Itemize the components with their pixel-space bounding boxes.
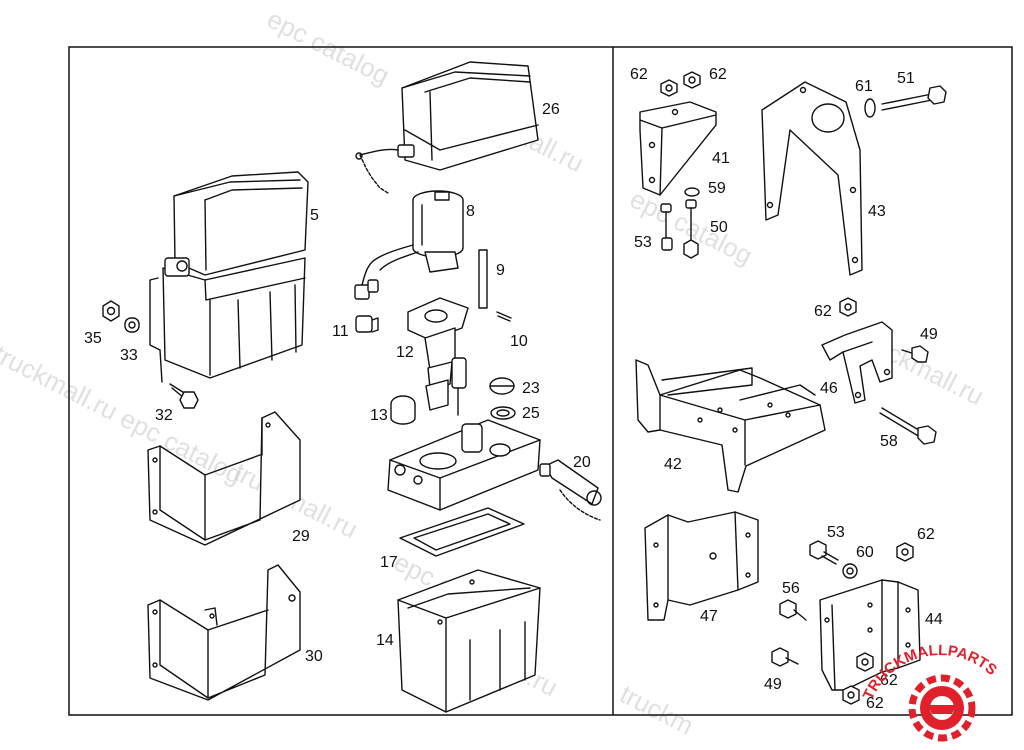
label-59: 59 [708, 180, 726, 197]
part-bolt-32 [169, 383, 199, 409]
part-sender-20 [539, 459, 602, 521]
part-bracket-46 [821, 321, 893, 404]
part-bolt-51 [881, 85, 947, 111]
label-50: 50 [710, 219, 728, 236]
part-labels: 5 26 8 9 10 11 12 13 23 25 20 17 14 29 3… [84, 66, 943, 712]
part-bolt-49b [771, 647, 799, 667]
part-washer-61 [864, 98, 876, 118]
part-bolt-50 [683, 199, 699, 259]
part-base-plate [387, 419, 541, 511]
label-26: 26 [542, 101, 560, 118]
label-33: 33 [120, 347, 138, 364]
label-20: 20 [573, 454, 591, 471]
watermark-text: truckm [615, 679, 698, 741]
part-washer-60 [842, 563, 858, 579]
label-53b: 53 [827, 524, 845, 541]
part-nut-62f [842, 685, 860, 705]
label-53a: 53 [634, 234, 652, 251]
label-25: 25 [522, 405, 540, 422]
label-13: 13 [370, 407, 388, 424]
part-washer-33 [124, 317, 140, 333]
label-46: 46 [820, 380, 838, 397]
label-35: 35 [84, 330, 102, 347]
part-bolt-56 [779, 599, 807, 621]
label-41: 41 [712, 150, 730, 167]
part-nut-35 [102, 300, 120, 322]
part-nut-62b [683, 71, 701, 89]
label-9: 9 [496, 262, 505, 279]
label-51: 51 [897, 70, 915, 87]
label-47: 47 [700, 608, 718, 625]
part-pin-10 [496, 311, 512, 322]
label-32: 32 [155, 407, 173, 424]
part-bracket-44 [819, 579, 921, 691]
label-62a: 62 [630, 66, 648, 83]
label-29: 29 [292, 528, 310, 545]
part-bolt-53a [660, 203, 673, 251]
diagram-frame [68, 46, 1013, 716]
part-pin-9 [478, 249, 488, 309]
label-60: 60 [856, 544, 874, 561]
part-cover-26 [355, 61, 539, 194]
label-8: 8 [466, 203, 475, 220]
label-62d: 62 [917, 526, 935, 543]
label-10: 10 [510, 333, 528, 350]
part-guard-29 [147, 411, 301, 546]
part-pump-12 [407, 297, 469, 416]
part-seal-23 [489, 377, 515, 395]
part-nut-62e [856, 652, 874, 672]
gear-icon [908, 674, 976, 742]
label-42: 42 [664, 456, 682, 473]
label-30: 30 [305, 648, 323, 665]
part-nut-62c [839, 297, 857, 317]
label-5: 5 [310, 207, 319, 224]
label-17: 17 [380, 554, 398, 571]
label-12: 12 [396, 344, 414, 361]
label-61: 61 [855, 78, 873, 95]
label-62e: 62 [880, 672, 898, 689]
part-nut-62a [660, 79, 678, 97]
label-62c: 62 [814, 303, 832, 320]
label-11: 11 [332, 323, 349, 340]
label-62f: 62 [866, 695, 884, 712]
part-washer-59 [684, 187, 700, 197]
part-cap-13 [390, 395, 416, 425]
label-49a: 49 [920, 326, 938, 343]
label-62b: 62 [709, 66, 727, 83]
label-23: 23 [522, 380, 540, 397]
part-connector-11 [355, 315, 379, 333]
part-bolt-58 [879, 407, 937, 445]
label-43: 43 [868, 203, 886, 220]
part-plate-47 [644, 511, 759, 621]
label-44: 44 [925, 611, 943, 628]
label-14: 14 [376, 632, 394, 649]
part-bracket-43 [761, 81, 863, 276]
label-58: 58 [880, 433, 898, 450]
part-bracket-42 [635, 359, 826, 493]
part-motor-8 [354, 190, 464, 300]
part-tank-14 [397, 569, 541, 713]
part-guard-30 [147, 564, 301, 701]
part-assembly-5 [149, 171, 309, 383]
part-oring-25 [490, 406, 516, 420]
label-49b: 49 [764, 676, 782, 693]
part-bracket-41 [639, 101, 717, 196]
part-bolt-49a [901, 345, 929, 363]
part-nut-62d [896, 542, 914, 562]
label-56: 56 [782, 580, 800, 597]
part-bolt-53b [809, 540, 839, 565]
part-gasket-17 [399, 507, 525, 557]
